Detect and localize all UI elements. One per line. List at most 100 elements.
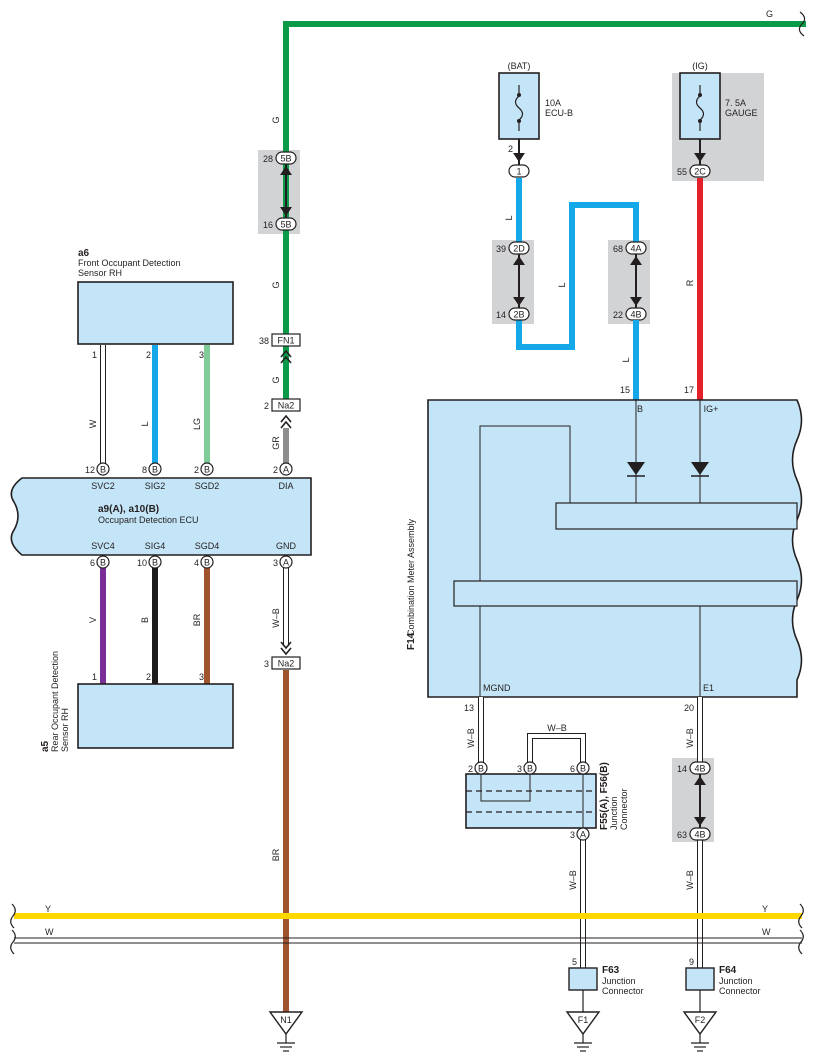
connector-label: 5B [280,220,291,230]
wire-label-wb-e1: W–B [685,728,695,748]
bus-y-label-right: Y [762,904,768,914]
bus-y-label-left: Y [45,904,51,914]
wire-label-wb-mgnd: W–B [466,728,476,748]
svg-text:4B: 4B [630,310,641,320]
wire-break-icon [798,903,804,929]
joint-2d-2b: 39 2D 14 [496,241,530,320]
wire-label-l: L [140,421,150,426]
ecu-pin-svc2: 12 B SVC2 [85,462,115,491]
ecu-pin-dia: 2 A DIA [273,462,294,491]
svg-text:2: 2 [508,144,513,154]
a5-sensor-box [77,683,234,749]
svg-text:3: 3 [199,672,204,682]
svg-text:SVC4: SVC4 [91,541,115,551]
fuse-icon [695,85,705,131]
inline-connector-fn1: 38 FN1 [259,333,301,364]
wire-label-br: BR [271,848,281,861]
wire-break-icon [798,11,806,37]
connector-2c: 2C [689,164,711,178]
f64-code: F64 [719,965,737,976]
svg-text:A: A [283,558,289,568]
fuse-bat-source: (BAT) [508,61,531,71]
svg-text:a5: a5 [40,740,51,752]
wire-label-g3: G [271,376,281,383]
junction-label: F55(A), F56(B) Junction Connector [599,762,629,830]
connector-1: 1 [508,164,530,178]
svg-text:FN1: FN1 [277,336,294,346]
ecu-name: Occupant Detection ECU [98,515,199,525]
svg-text:F14: F14 [406,632,417,650]
wire-wb-jumper [528,734,585,762]
pin-number: 28 [263,154,273,164]
svg-text:1: 1 [92,350,97,360]
svg-text:SIG2: SIG2 [145,481,166,491]
svg-text:A: A [580,830,586,840]
svg-text:6: 6 [90,558,95,568]
svg-text:55: 55 [677,167,687,177]
svg-text:8: 8 [142,465,147,475]
f64-name-1: Junction [719,976,753,986]
svg-text:5: 5 [572,957,577,967]
wire-label-wb-f64: W–B [685,870,695,890]
svg-text:Na2: Na2 [278,401,295,411]
svg-text:Sensor RH: Sensor RH [60,708,70,752]
svg-text:E1: E1 [703,683,714,693]
svg-text:B: B [152,465,158,475]
svg-text:B: B [580,764,586,774]
svg-text:22: 22 [613,310,623,320]
svg-text:3: 3 [264,659,269,669]
ecu-box [10,477,312,556]
svg-text:Connector: Connector [619,788,629,830]
svg-text:4B: 4B [694,830,705,840]
svg-text:A: A [283,465,289,475]
ground-f1: F1 [565,1011,601,1052]
inline-connector-na2-top: 2 Na2 [264,398,301,429]
f64-name-2: Connector [719,986,761,996]
svg-text:B: B [152,558,158,568]
wire-label-wb-f63: W–B [568,870,578,890]
wire-l-loop [516,202,639,350]
svg-text:2: 2 [264,401,269,411]
wire-label-l3: L [621,357,631,362]
wire-label-wb1: W–B [271,608,281,628]
wire-label-wb-jumper: W–B [547,723,567,733]
junction-out-pin: 3 A [570,827,590,841]
svg-text:3: 3 [517,764,522,774]
f63-code: F63 [602,965,620,976]
svg-text:F55(A), F56(B): F55(A), F56(B) [599,762,610,830]
svg-text:1: 1 [516,167,521,177]
ecu-code: a9(A), a10(B) [98,504,159,515]
joint-4b-right: 14 4B 63 4B [677,761,711,841]
svg-text:Junction: Junction [609,796,619,830]
fuse-bat-rating: 10A [545,98,561,108]
wire-break-icon [10,929,16,955]
a6-sensor-box [77,281,234,345]
f63-name-1: Junction [602,976,636,986]
wire-label-r: R [685,279,695,286]
meter-internal-block [555,502,798,530]
svg-text:4A: 4A [630,244,641,254]
svg-text:2C: 2C [694,167,706,177]
svg-text:4B: 4B [694,764,705,774]
svg-text:Combination Meter Assembly: Combination Meter Assembly [406,518,416,636]
bus-w-label-right: W [762,927,771,937]
a6-code: a6 [78,248,90,259]
svg-text:6: 6 [570,764,575,774]
joint-4a-4b: 68 4A 22 4B [613,241,647,321]
svg-text:12: 12 [85,465,95,475]
svg-text:SGD4: SGD4 [195,541,220,551]
svg-text:SVC2: SVC2 [91,481,115,491]
joint-5b: 28 5B 16 5B [263,151,297,231]
meter-internal-bar [453,580,798,607]
svg-text:DIA: DIA [278,481,293,491]
f64-box [685,967,715,991]
meter-box [427,399,803,698]
svg-text:38: 38 [259,336,269,346]
svg-text:F1: F1 [578,1015,589,1025]
fuse-ig-source: (IG) [692,61,708,71]
wire-label-l2: L [557,282,567,287]
svg-text:14: 14 [677,764,687,774]
svg-text:13: 13 [464,703,474,713]
svg-text:2: 2 [146,672,151,682]
